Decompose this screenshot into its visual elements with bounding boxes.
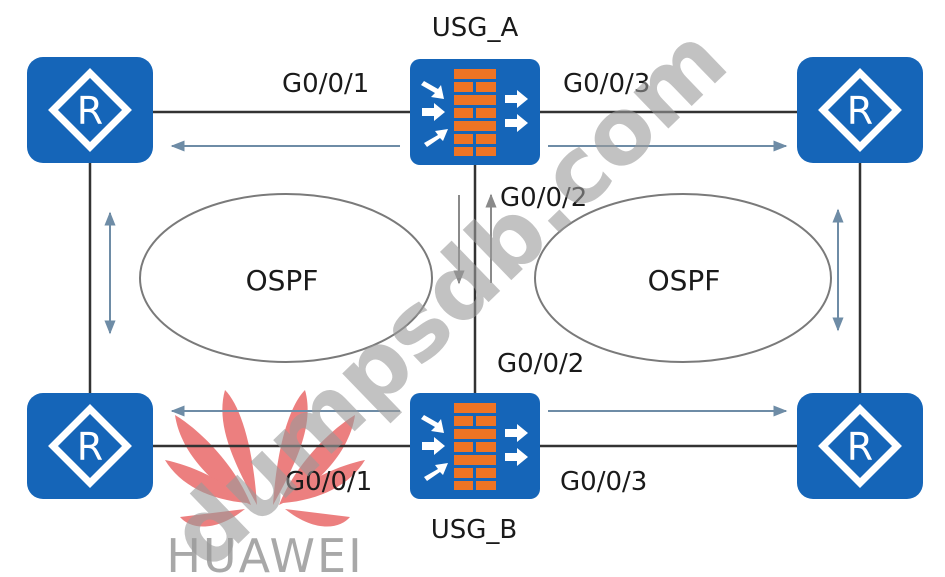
interface-label-usga-g002: G0/0/2 <box>500 183 587 213</box>
router-icon-top-left[interactable] <box>27 57 153 163</box>
interface-label-usgb-g002: G0/0/2 <box>497 349 584 379</box>
links <box>88 110 862 448</box>
firewall-icon-usg-b[interactable] <box>410 393 540 499</box>
huawei-brand-text: HUAWEI <box>166 529 363 577</box>
usg-a-label: USG_A <box>432 13 519 43</box>
traffic-flow-arrows <box>104 140 844 417</box>
ospf-label-right: OSPF <box>648 264 721 297</box>
interface-label-usga-g001: G0/0/1 <box>282 69 369 99</box>
firewall-icon-usg-a[interactable] <box>410 59 540 165</box>
router-icon-bottom-left[interactable] <box>27 393 153 499</box>
usg-b-label: USG_B <box>431 515 518 545</box>
router-icon-bottom-right[interactable] <box>797 393 923 499</box>
interface-label-usgb-g001: G0/0/1 <box>285 467 372 497</box>
interface-label-usga-g003: G0/0/3 <box>563 69 650 99</box>
ospf-area-right: OSPF <box>534 193 832 363</box>
interface-label-usgb-g003: G0/0/3 <box>560 467 647 497</box>
huawei-logo-watermark: HUAWEI <box>165 390 365 577</box>
ospf-area-left: OSPF <box>139 193 433 363</box>
router-icon-top-right[interactable] <box>797 57 923 163</box>
ospf-label-left: OSPF <box>246 264 319 297</box>
